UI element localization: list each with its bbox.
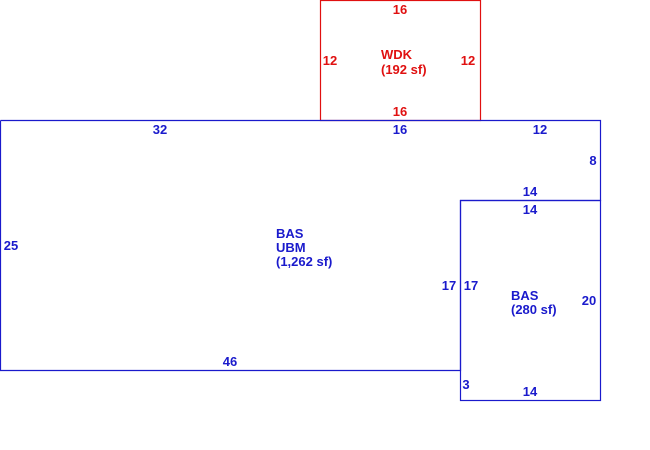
- addition-dim-bottom-left: 3: [462, 377, 469, 392]
- main-area-code2-label: UBM: [276, 240, 306, 255]
- deck-dim-bottom: 16: [393, 104, 407, 119]
- main-dim-top-mid: 16: [393, 122, 407, 137]
- main-dim-right-upper: 8: [589, 153, 596, 168]
- main-dim-inner-right: 17: [442, 278, 456, 293]
- main-area-size-label: (1,262 sf): [276, 254, 332, 269]
- main-dim-top-left: 32: [153, 122, 167, 137]
- main-dim-top-right: 12: [533, 122, 547, 137]
- addition-outline: [459, 199, 602, 402]
- deck-dim-top: 16: [393, 2, 407, 17]
- main-dim-bottom: 46: [223, 354, 237, 369]
- deck-dim-left: 12: [323, 53, 337, 68]
- addition-dim-right: 20: [582, 293, 596, 308]
- addition-area-label: (280 sf): [511, 302, 557, 317]
- main-area-code-label: BAS: [276, 226, 304, 241]
- main-dim-left: 25: [4, 238, 18, 253]
- addition-code-label: BAS: [511, 288, 539, 303]
- deck-area-label: (192 sf): [381, 62, 427, 77]
- addition-dim-top: 14: [523, 202, 538, 217]
- addition-dim-bottom: 14: [523, 384, 538, 399]
- deck-dim-right: 12: [461, 53, 475, 68]
- addition-dim-left: 17: [464, 278, 478, 293]
- deck-code-label: WDK: [381, 47, 413, 62]
- main-dim-step-top: 14: [523, 184, 538, 199]
